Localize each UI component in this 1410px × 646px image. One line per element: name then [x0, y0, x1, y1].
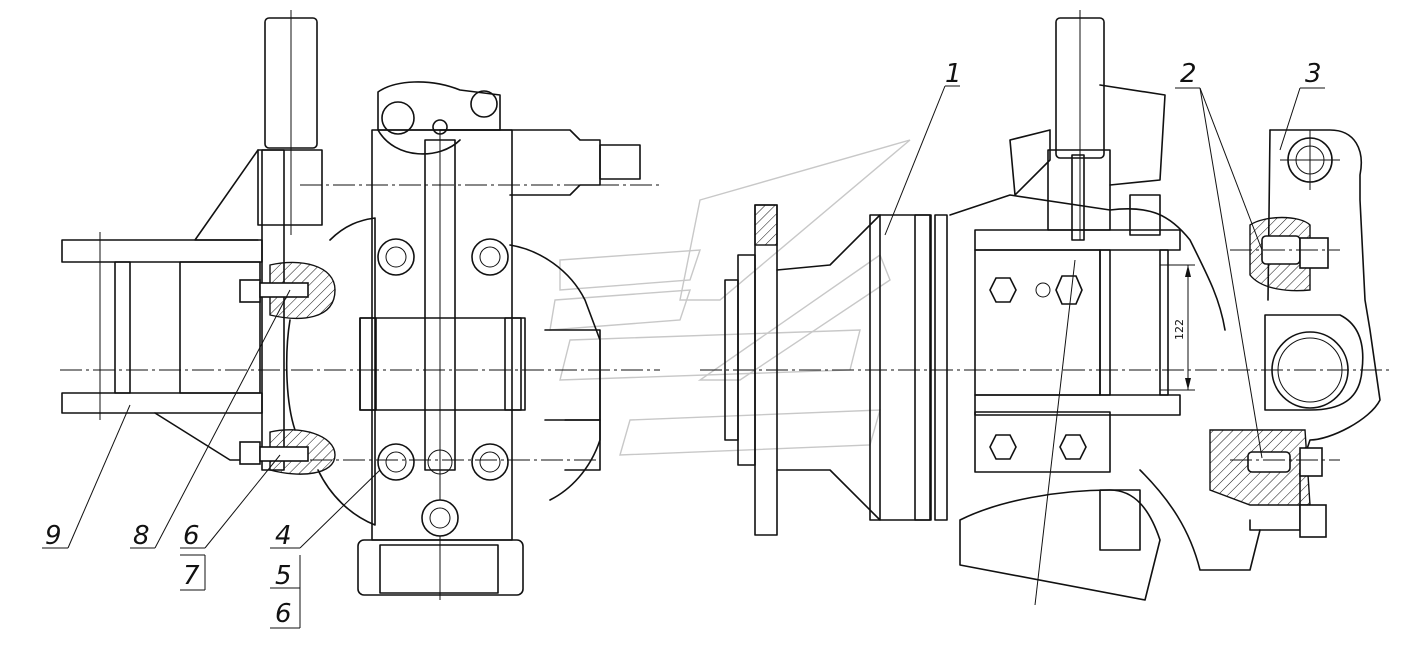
dimension-122: 122 — [1173, 319, 1186, 340]
label-7: 7 — [183, 561, 200, 591]
label-9: 9 — [45, 521, 62, 551]
left-view — [60, 10, 660, 600]
label-5: 5 — [275, 561, 292, 591]
callout-labels: 1 2 3 9 8 6 7 4 5 6 — [45, 59, 1322, 629]
label-8: 8 — [133, 521, 150, 551]
right-view: 122 — [700, 10, 1390, 606]
leader-lines — [42, 85, 1325, 629]
watermark-logo — [549, 139, 911, 456]
label-6-top: 6 — [183, 521, 200, 551]
label-3: 3 — [1305, 59, 1322, 89]
label-2: 2 — [1180, 59, 1197, 89]
label-6-bottom: 6 — [275, 599, 292, 629]
label-1: 1 — [945, 59, 962, 89]
label-4: 4 — [275, 521, 292, 551]
